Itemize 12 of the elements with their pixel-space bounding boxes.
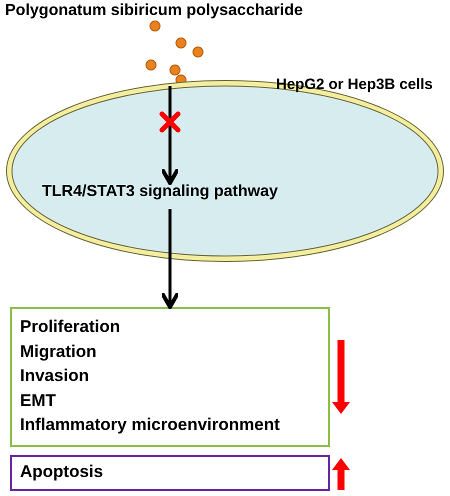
arrow <box>160 86 180 185</box>
outcome-box <box>10 455 330 491</box>
outcome-text: Inflammatory microenvironment <box>20 415 280 435</box>
substance-label: Polygonatum sibiricum polysaccharide <box>5 2 303 20</box>
outcome-text: Migration <box>20 342 96 362</box>
outcome-text: Proliferation <box>20 317 120 337</box>
outcome-box <box>10 307 330 447</box>
pathway-label: TLR4/STAT3 signaling pathway <box>42 183 278 201</box>
outcome-text: EMT <box>20 390 56 410</box>
outcome-text: Invasion <box>20 366 89 386</box>
outcome-text: Apoptosis <box>20 462 104 482</box>
arrow <box>160 209 180 309</box>
